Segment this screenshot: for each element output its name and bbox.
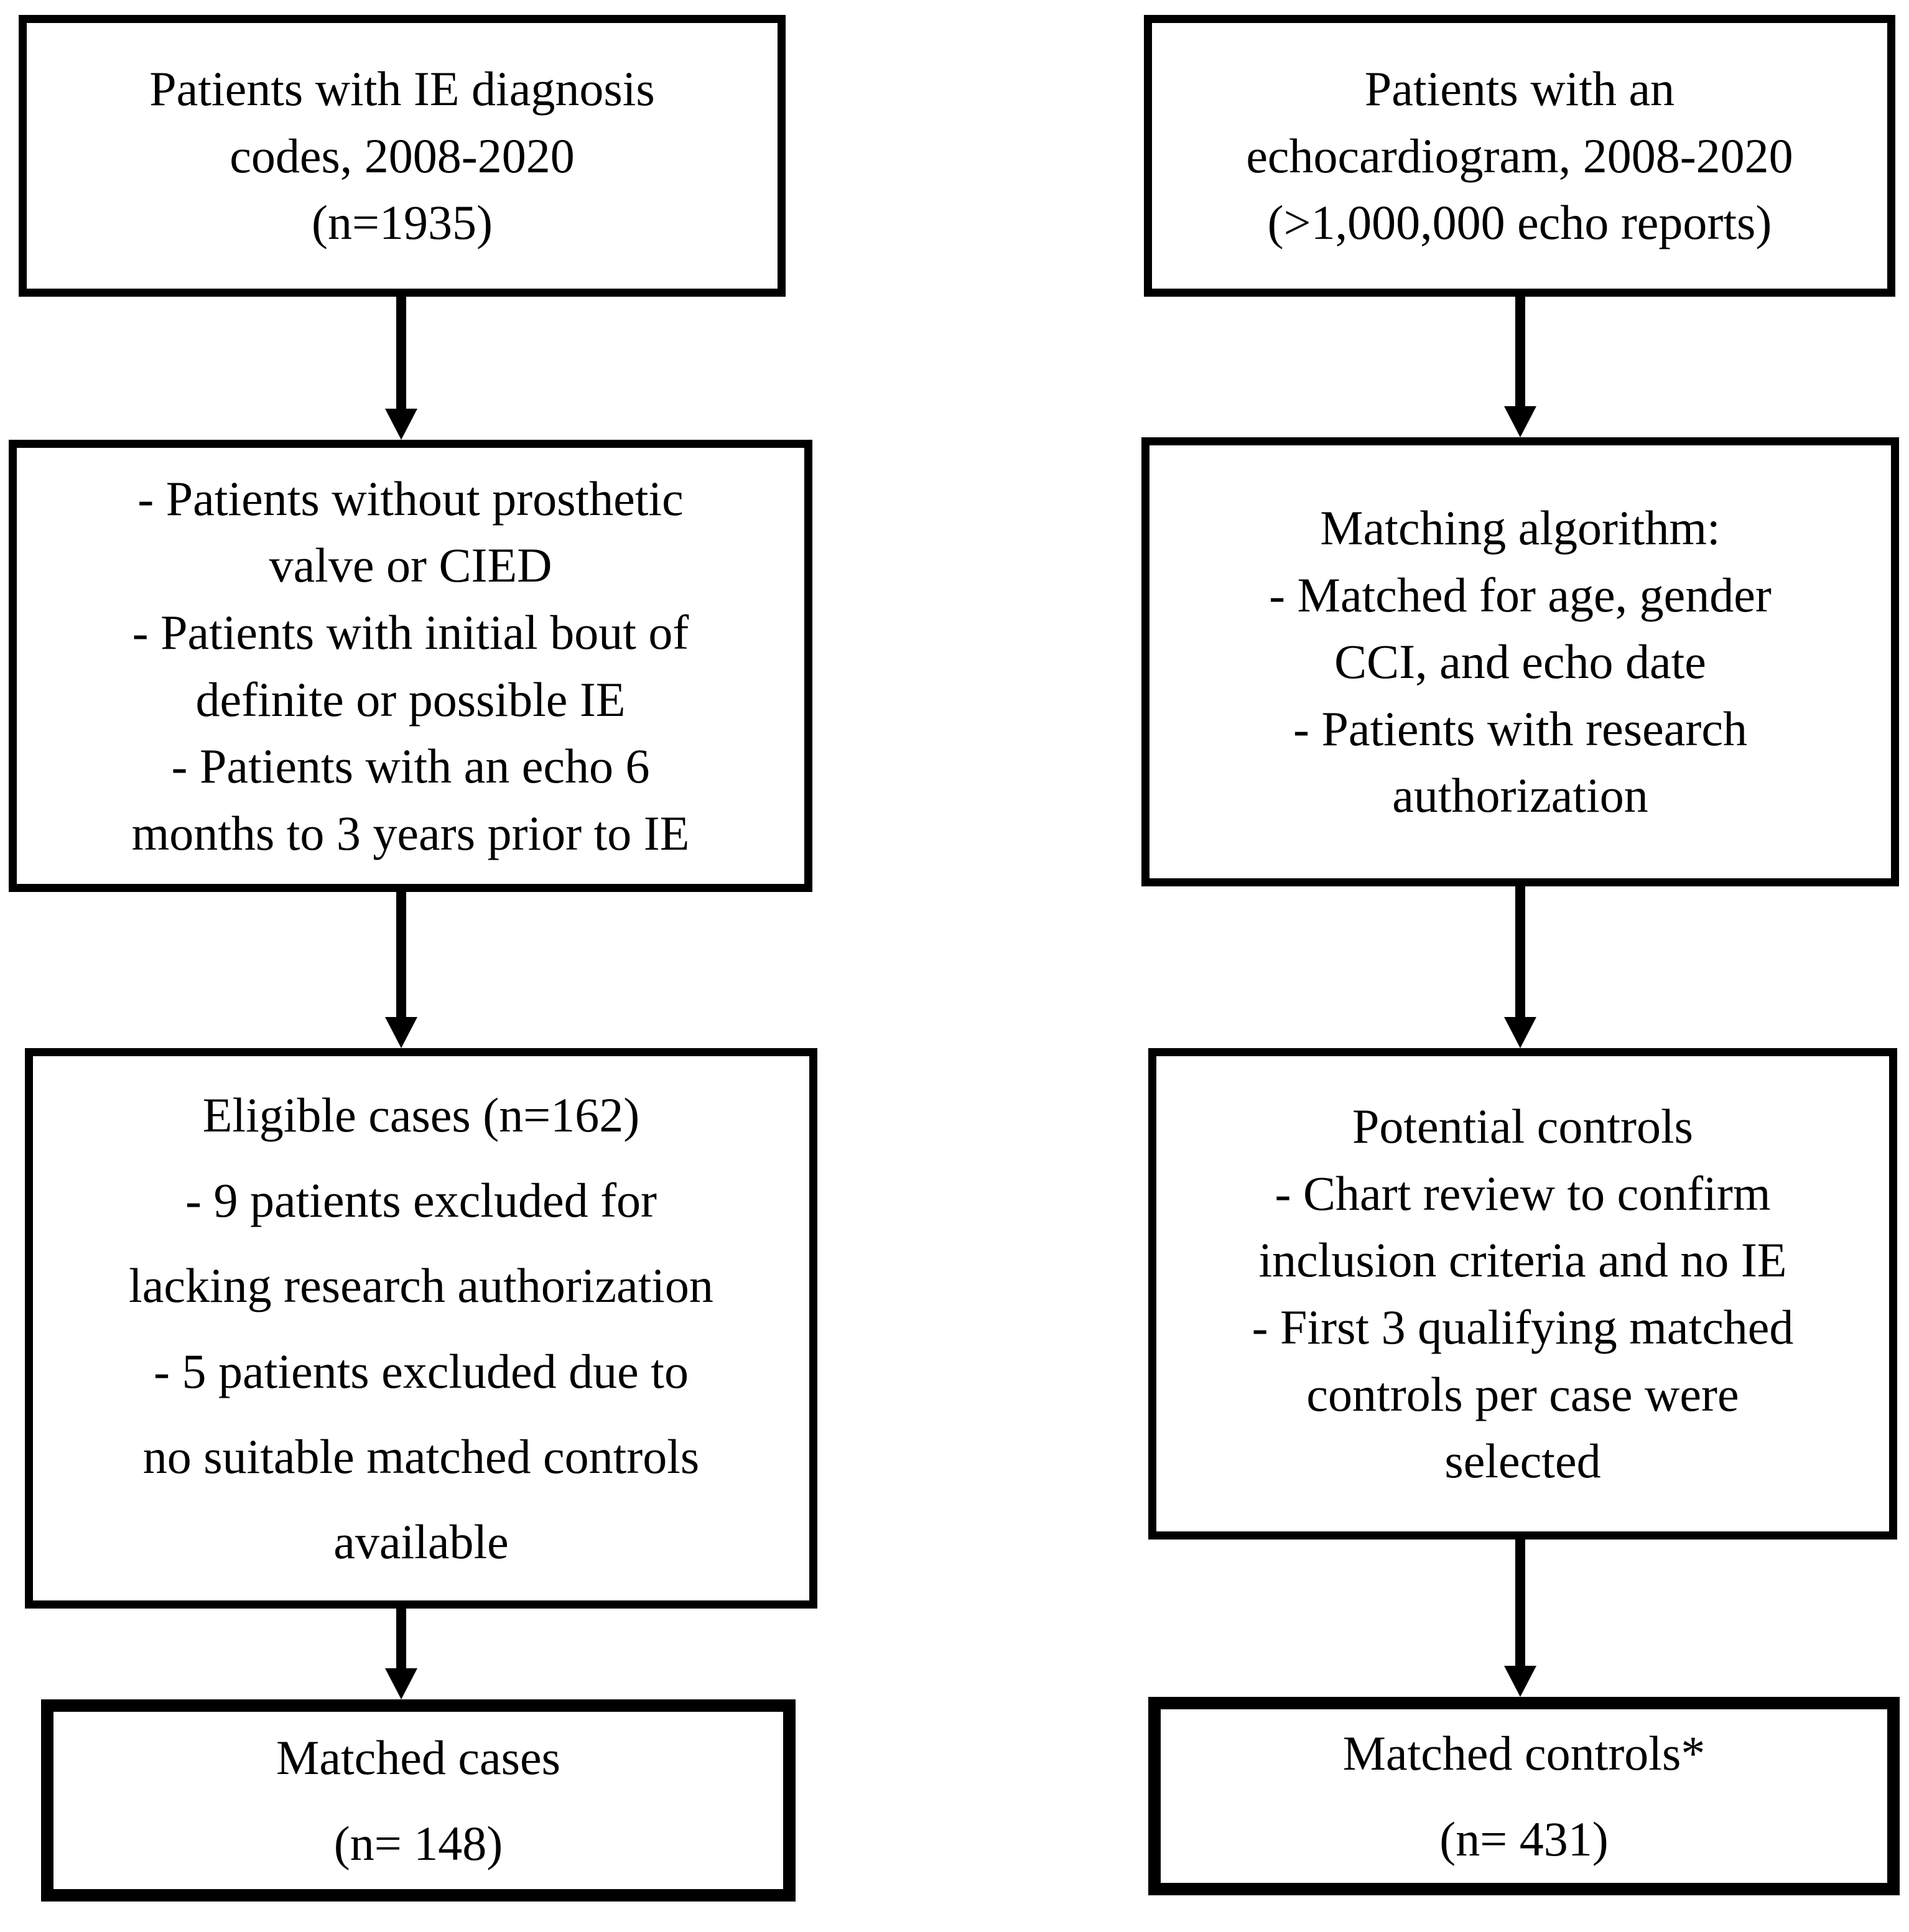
down-arrow-icon bbox=[1504, 1540, 1536, 1697]
text-line: echocardiogram, 2008-2020 bbox=[1246, 128, 1793, 183]
box-case-inclusion-criteria: - Patients without prosthetic valve or C… bbox=[9, 440, 812, 892]
text-line: Matched cases bbox=[276, 1730, 560, 1785]
box-echocardiogram-patients: Patients with an echocardiogram, 2008-20… bbox=[1144, 15, 1895, 297]
arrow-head bbox=[1504, 406, 1536, 437]
box-matched-cases: Matched cases (n= 148) bbox=[41, 1699, 796, 1902]
text-line: - Chart review to confirm bbox=[1275, 1166, 1771, 1220]
text-line: - Patients with research bbox=[1293, 701, 1747, 756]
text-line: - First 3 qualifying matched bbox=[1252, 1300, 1794, 1354]
text-line: (n=1935) bbox=[312, 195, 493, 250]
text-line: Matching algorithm: bbox=[1320, 500, 1721, 555]
down-arrow-icon bbox=[1504, 297, 1536, 437]
arrow-stem bbox=[396, 892, 406, 1017]
down-arrow-icon bbox=[385, 297, 417, 440]
arrow-head bbox=[385, 1017, 417, 1048]
text-line: available bbox=[333, 1515, 509, 1569]
text-line: controls per case were bbox=[1306, 1367, 1739, 1421]
arrow-head bbox=[1504, 1017, 1536, 1048]
text-line: definite or possible IE bbox=[195, 672, 626, 727]
arrow-stem bbox=[1515, 297, 1525, 406]
text-line: Eligible cases (n=162) bbox=[202, 1087, 640, 1142]
text-line: - 9 patients excluded for bbox=[185, 1173, 657, 1227]
text-line: (>1,000,000 echo reports) bbox=[1267, 195, 1772, 250]
down-arrow-icon bbox=[385, 892, 417, 1048]
down-arrow-icon bbox=[1504, 886, 1536, 1048]
text-line: months to 3 years prior to IE bbox=[131, 806, 690, 860]
text-line: - 5 patients excluded due to bbox=[154, 1344, 689, 1398]
text-line: - Patients with initial bout of bbox=[132, 605, 689, 659]
box-matched-controls: Matched controls* (n= 431) bbox=[1148, 1697, 1900, 1895]
text-line: - Matched for age, gender bbox=[1269, 567, 1772, 622]
arrow-stem bbox=[1515, 1540, 1525, 1666]
text-line: Patients with IE diagnosis bbox=[149, 62, 655, 116]
text-line: Patients with an bbox=[1364, 62, 1675, 116]
box-eligible-cases: Eligible cases (n=162) - 9 patients excl… bbox=[25, 1048, 817, 1609]
text-line: - Patients without prosthetic bbox=[137, 471, 684, 526]
text-line: authorization bbox=[1392, 768, 1648, 823]
text-line: CCI, and echo date bbox=[1334, 634, 1706, 689]
down-arrow-icon bbox=[385, 1609, 417, 1699]
text-line: selected bbox=[1444, 1434, 1601, 1488]
text-line: valve or CIED bbox=[269, 538, 552, 593]
arrow-head bbox=[1504, 1666, 1536, 1697]
arrow-head bbox=[385, 409, 417, 440]
box-potential-controls: Potential controls - Chart review to con… bbox=[1148, 1048, 1897, 1540]
text-line: Potential controls bbox=[1352, 1099, 1694, 1154]
text-line: no suitable matched controls bbox=[142, 1429, 700, 1484]
box-ie-diagnosis-codes: Patients with IE diagnosis codes, 2008-2… bbox=[19, 15, 786, 297]
arrow-stem bbox=[396, 297, 406, 409]
arrow-stem bbox=[396, 1609, 406, 1668]
text-line: - Patients with an echo 6 bbox=[171, 739, 650, 794]
box-matching-algorithm: Matching algorithm: - Matched for age, g… bbox=[1141, 437, 1899, 886]
text-line: codes, 2008-2020 bbox=[230, 128, 575, 183]
text-line: (n= 431) bbox=[1439, 1811, 1609, 1866]
text-line: inclusion criteria and no IE bbox=[1258, 1233, 1787, 1288]
arrow-head bbox=[385, 1668, 417, 1699]
text-line: (n= 148) bbox=[333, 1816, 503, 1870]
arrow-stem bbox=[1515, 886, 1525, 1017]
text-line: lacking research authorization bbox=[129, 1258, 713, 1313]
text-line: Matched controls* bbox=[1342, 1725, 1706, 1780]
